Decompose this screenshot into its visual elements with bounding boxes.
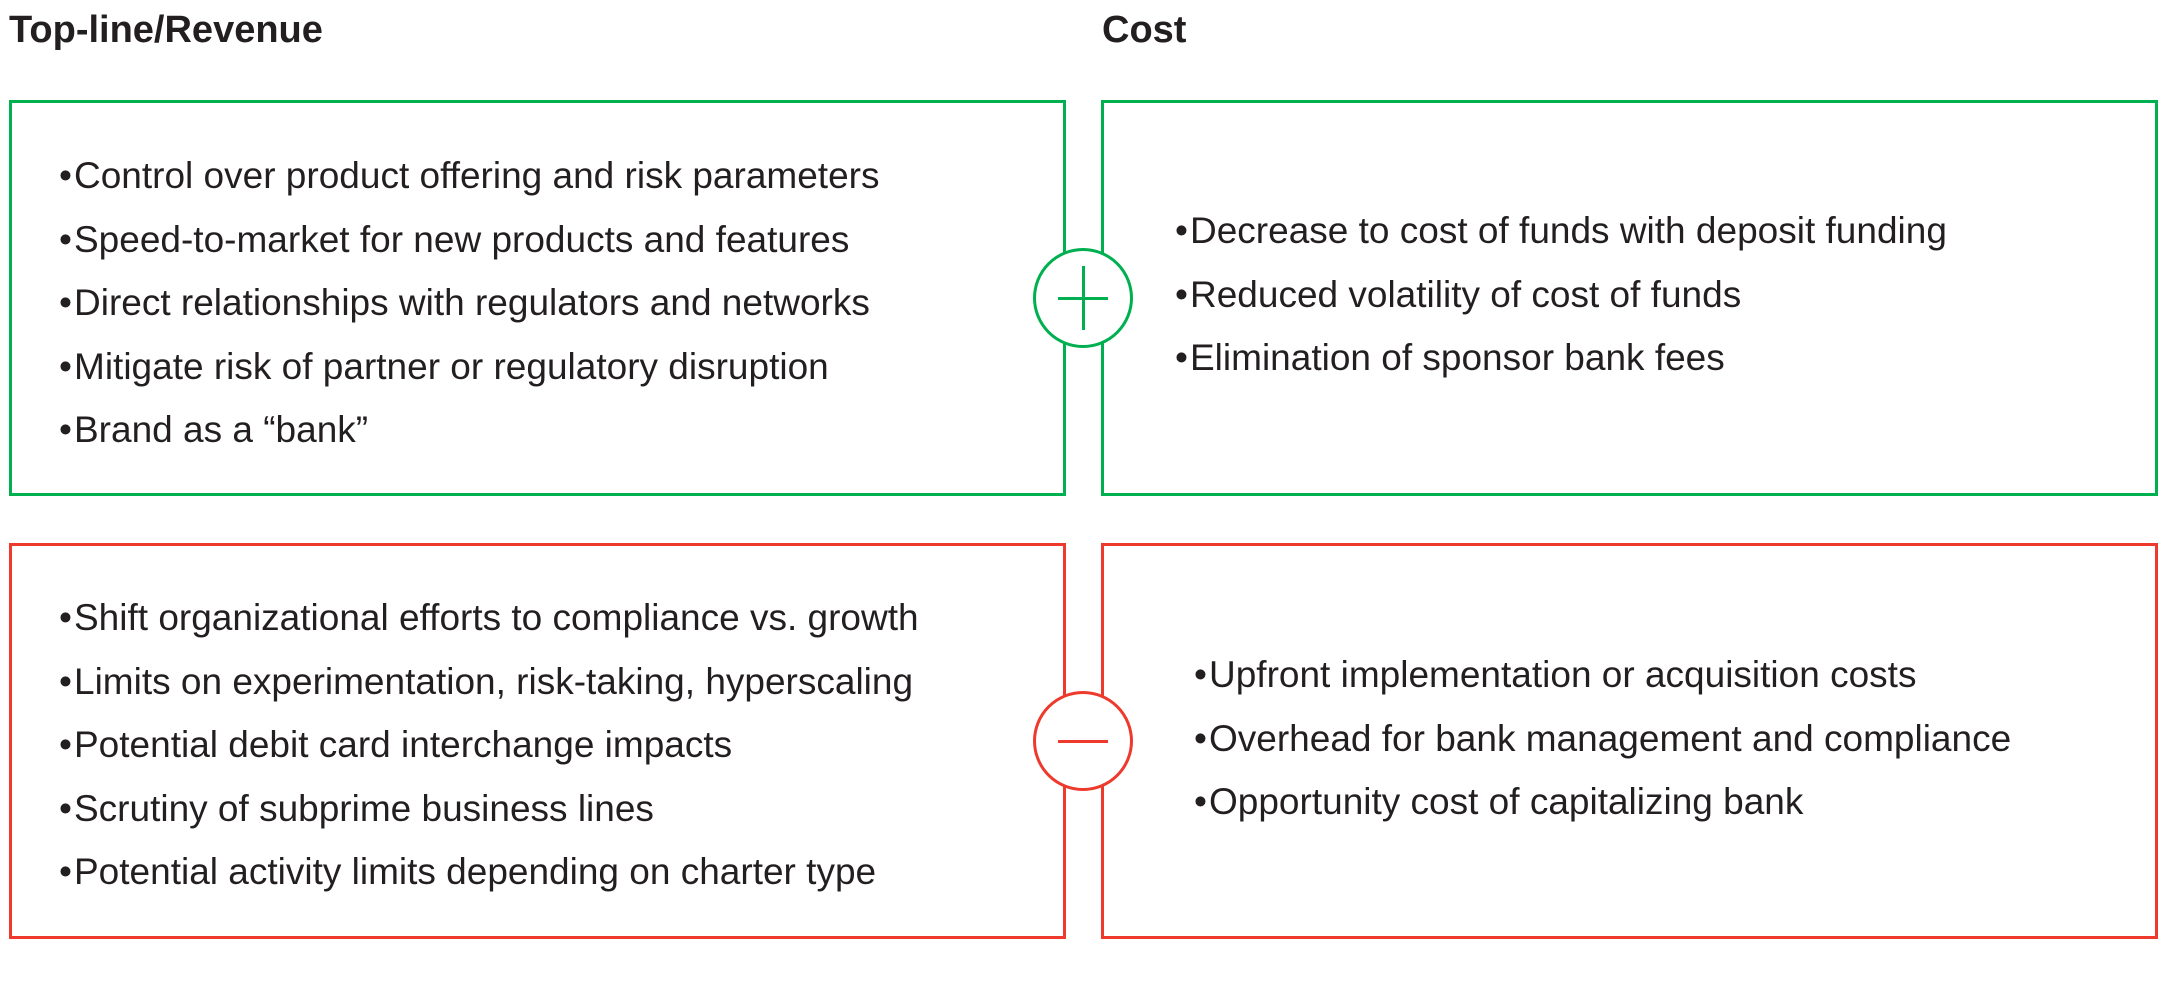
revenue-negative-box xyxy=(9,543,1066,939)
list-item: •Shift organizational efforts to complia… xyxy=(59,586,919,650)
list-item: •Reduced volatility of cost of funds xyxy=(1175,263,1947,327)
list-item: •Scrutiny of subprime business lines xyxy=(59,777,919,841)
list-item: •Brand as a “bank” xyxy=(59,398,880,462)
bullet-icon: • xyxy=(59,851,72,892)
plus-vertical-stroke xyxy=(1081,266,1085,330)
list-item: •Decrease to cost of funds with deposit … xyxy=(1175,199,1947,263)
minus-icon xyxy=(1033,691,1133,791)
list-item: •Potential debit card interchange impact… xyxy=(59,713,919,777)
list-item: •Overhead for bank management and compli… xyxy=(1194,707,2011,771)
bullet-icon: • xyxy=(59,345,72,387)
bullet-icon: • xyxy=(59,218,72,260)
list-item: •Mitigate risk of partner or regulatory … xyxy=(59,335,880,399)
list-item: •Direct relationships with regulators an… xyxy=(59,271,880,335)
cost-negative-list: •Upfront implementation or acquisition c… xyxy=(1194,643,2011,834)
bullet-icon: • xyxy=(1194,654,1207,695)
list-item: •Upfront implementation or acquisition c… xyxy=(1194,643,2011,707)
revenue-negative-list: •Shift organizational efforts to complia… xyxy=(59,586,919,904)
heading-cost: Cost xyxy=(1102,9,1187,51)
cost-positive-box xyxy=(1101,100,2158,496)
cost-positive-list: •Decrease to cost of funds with deposit … xyxy=(1175,199,1947,390)
bullet-icon: • xyxy=(59,724,72,765)
list-item: •Speed-to-market for new products and fe… xyxy=(59,208,880,272)
revenue-positive-list: •Control over product offering and risk … xyxy=(59,144,880,462)
bullet-icon: • xyxy=(1175,210,1188,251)
plus-icon xyxy=(1033,248,1133,348)
bullet-icon: • xyxy=(1175,337,1188,378)
heading-top-line-revenue: Top-line/Revenue xyxy=(9,9,323,51)
list-item: •Potential activity limits depending on … xyxy=(59,840,919,904)
list-item: •Control over product offering and risk … xyxy=(59,144,880,208)
list-item: •Opportunity cost of capitalizing bank xyxy=(1194,770,2011,834)
bullet-icon: • xyxy=(59,660,72,702)
bullet-icon: • xyxy=(1175,273,1188,315)
list-item: •Elimination of sponsor bank fees xyxy=(1175,326,1947,390)
minus-stroke xyxy=(1058,739,1108,743)
bullet-icon: • xyxy=(59,787,72,829)
bullet-icon: • xyxy=(59,155,72,196)
bullet-icon: • xyxy=(59,282,72,323)
bullet-icon: • xyxy=(1194,717,1207,759)
cost-negative-box xyxy=(1101,543,2158,939)
list-item: •Limits on experimentation, risk-taking,… xyxy=(59,650,919,714)
bullet-icon: • xyxy=(59,597,72,638)
bullet-icon: • xyxy=(59,409,72,450)
revenue-positive-box xyxy=(9,100,1066,496)
bullet-icon: • xyxy=(1194,781,1207,822)
